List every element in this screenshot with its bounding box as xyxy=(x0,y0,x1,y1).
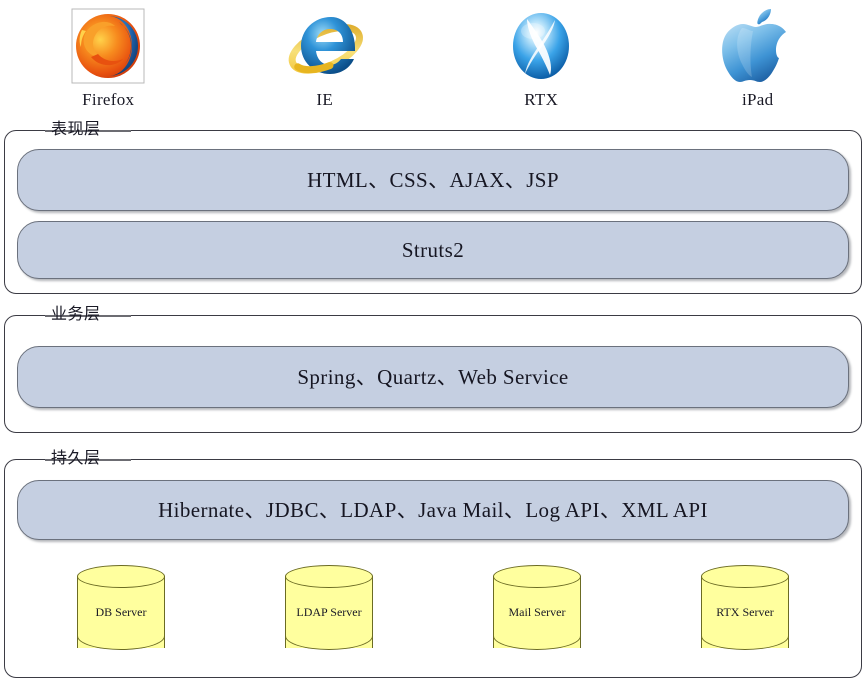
apple-ipad-logo-icon xyxy=(715,6,801,86)
server-label: RTX Server xyxy=(716,605,774,619)
cylinder-bottom xyxy=(493,626,581,650)
layer-group-presentation: 表现层 HTML、CSS、AJAX、JSP Struts2 xyxy=(4,120,862,294)
layer-legend-persistence: 持久层 xyxy=(51,450,101,467)
client-label: RTX xyxy=(524,90,559,109)
server-rtx[interactable]: RTX Server xyxy=(641,565,849,669)
tech-bar-web-technologies[interactable]: HTML、CSS、AJAX、JSP xyxy=(17,149,849,211)
layer-legend-presentation: 表现层 xyxy=(51,121,101,138)
database-cylinder-icon: DB Server xyxy=(77,565,165,659)
database-cylinder-icon: LDAP Server xyxy=(285,565,373,659)
layer-legend-business: 业务层 xyxy=(51,306,101,323)
server-mail[interactable]: Mail Server xyxy=(433,565,641,669)
server-db[interactable]: DB Server xyxy=(17,565,225,669)
legend-gap-mask xyxy=(45,449,131,471)
layer-group-persistence: 持久层 Hibernate、JDBC、LDAP、Java Mail、Log AP… xyxy=(4,449,862,678)
tech-bar-label: Spring、Quartz、Web Service xyxy=(297,365,569,389)
tech-bar-persistence-technologies[interactable]: Hibernate、JDBC、LDAP、Java Mail、Log API、XM… xyxy=(17,480,849,540)
server-label: Mail Server xyxy=(508,605,566,619)
rtx-logo-icon xyxy=(498,6,584,86)
client-label: Firefox xyxy=(82,90,135,109)
cylinder-top xyxy=(493,565,581,588)
legend-gap-mask xyxy=(45,120,131,142)
cylinder-top xyxy=(77,565,165,588)
tech-bar-label: Hibernate、JDBC、LDAP、Java Mail、Log API、XM… xyxy=(158,498,708,522)
client-tier-row: Firefox xyxy=(0,0,866,122)
client-ie[interactable]: IE xyxy=(217,0,434,110)
legend-gap-mask xyxy=(45,305,131,327)
cylinder-top xyxy=(285,565,373,588)
cylinder-bottom xyxy=(77,626,165,650)
cylinder-top xyxy=(701,565,789,588)
client-rtx[interactable]: RTX xyxy=(433,0,650,110)
tech-bar-struts2[interactable]: Struts2 xyxy=(17,221,849,279)
layer-group-business: 业务层 Spring、Quartz、Web Service xyxy=(4,305,862,433)
tech-bar-label: Struts2 xyxy=(401,238,465,262)
tech-bar-label: HTML、CSS、AJAX、JSP xyxy=(307,168,559,192)
firefox-logo-icon xyxy=(65,6,151,86)
database-cylinder-icon: Mail Server xyxy=(493,565,581,659)
client-label: IE xyxy=(316,90,334,109)
client-firefox[interactable]: Firefox xyxy=(0,0,217,110)
server-ldap[interactable]: LDAP Server xyxy=(225,565,433,669)
client-ipad[interactable]: iPad xyxy=(650,0,866,110)
cylinder-bottom xyxy=(701,626,789,650)
server-cylinder-row: DB Server LDAP Server Mail Server xyxy=(17,565,849,669)
tech-bar-business-services[interactable]: Spring、Quartz、Web Service xyxy=(17,346,849,408)
database-cylinder-icon: RTX Server xyxy=(701,565,789,659)
client-label: iPad xyxy=(742,90,774,109)
cylinder-bottom xyxy=(285,626,373,650)
server-label: LDAP Server xyxy=(296,605,362,619)
internet-explorer-logo-icon xyxy=(282,6,368,86)
server-label: DB Server xyxy=(95,605,147,619)
